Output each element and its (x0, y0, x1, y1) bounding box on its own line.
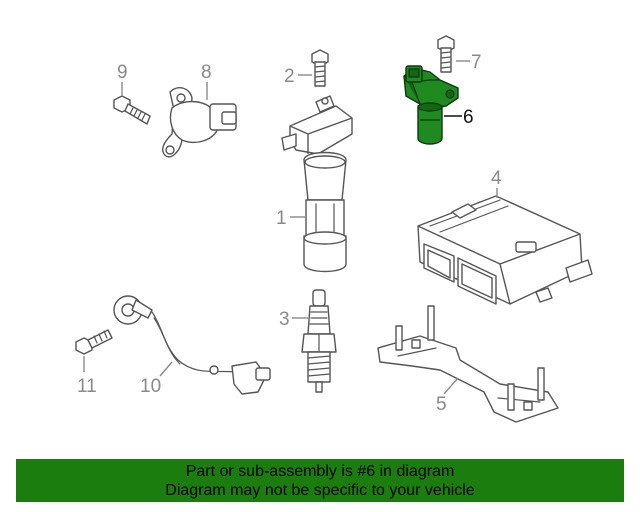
part-5-bracket[interactable] (377, 305, 559, 423)
callout-11-label: 11 (77, 376, 97, 397)
callout-3-label: 3 (279, 309, 290, 330)
part-9-bolt[interactable] (113, 95, 151, 125)
callout-3: 3 (279, 309, 308, 330)
callout-10: 10 (140, 361, 173, 397)
part-2-bolt[interactable] (311, 49, 329, 87)
callout-2: 2 (284, 66, 312, 87)
callout-5: 5 (436, 377, 459, 415)
callout-4: 4 (491, 168, 502, 198)
part-7-bolt[interactable] (437, 35, 455, 73)
callout-4-label: 4 (491, 168, 502, 189)
callout-2-label: 2 (284, 66, 295, 87)
callout-1-label: 1 (276, 208, 287, 229)
banner-line-1: Part or sub-assembly is #6 in diagram (185, 463, 455, 480)
callout-9: 9 (117, 62, 128, 96)
callout-6: 6 (444, 107, 474, 128)
callout-6-label: 6 (463, 107, 474, 128)
callout-9-label: 9 (117, 62, 128, 83)
callout-10-label: 10 (140, 376, 161, 397)
part-6-camshaft-sensor[interactable] (403, 65, 459, 145)
callout-8-label: 8 (201, 62, 212, 83)
parts-diagram: 9 8 2 7 6 4 1 3 5 11 10 (75, 35, 593, 423)
part-1-ignition-coil[interactable] (281, 95, 353, 273)
callout-7: 7 (456, 52, 482, 73)
callout-11: 11 (77, 356, 97, 397)
part-4-ecm[interactable] (417, 195, 593, 305)
part-8-sensor[interactable] (162, 87, 237, 158)
callout-8: 8 (201, 62, 212, 100)
banner-line-2: Diagram may not be specific to your vehi… (165, 482, 475, 499)
callout-1: 1 (276, 208, 306, 229)
part-info-banner: Part or sub-assembly is #6 in diagram Di… (16, 459, 624, 502)
callout-5-label: 5 (436, 394, 447, 415)
part-11-bolt[interactable] (75, 329, 113, 355)
callout-7-label: 7 (471, 52, 482, 73)
part-3-spark-plug[interactable] (301, 289, 337, 393)
part-10-knock-sensor[interactable] (113, 295, 271, 395)
